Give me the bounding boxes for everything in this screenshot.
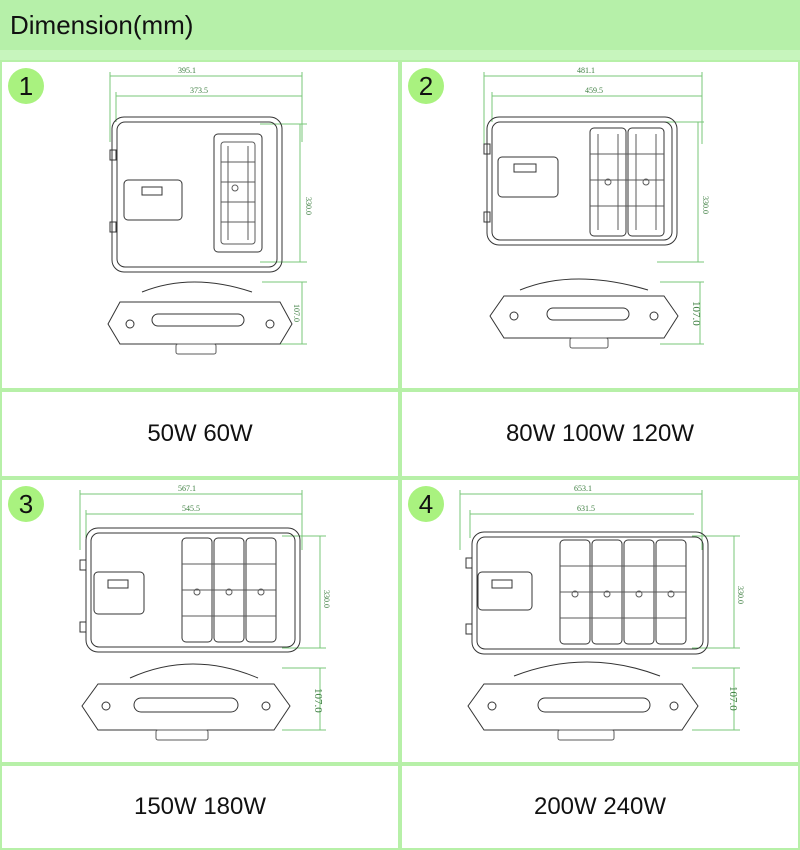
panel-2-drawing: 2 481.1 459.5 330.0 107.0 — [400, 60, 800, 390]
panel-4-wattage-cell: 200W 240W — [400, 764, 800, 850]
panel-3-overall-width-label: 567.1 — [178, 484, 196, 493]
panel-4-overall-width-label: 653.1 — [574, 484, 592, 493]
panel-2-inner-width-label: 459.5 — [585, 86, 603, 95]
panel-2-depth-label: 107.0 — [690, 301, 702, 326]
panel-3-diagram: 567.1 545.5 330.0 107.0 — [79, 484, 331, 741]
panel-4-depth-label: 107.0 — [727, 686, 739, 711]
panel-3-wattage-cell: 150W 180W — [0, 764, 400, 850]
panel-1-drawing: 1 395.1 373.5 330.0 107.0 — [0, 60, 400, 390]
panel-2-diagram: 481.1 459.5 330.0 107.0 — [483, 66, 710, 349]
panel-3-number-badge: 3 — [8, 486, 44, 522]
panel-4-wattage-label: 200W 240W — [533, 793, 667, 820]
panel-1-wattage-cell: 50W 60W — [0, 390, 400, 478]
panel-3-wattage-label: 150W 180W — [133, 793, 267, 820]
panel-4-height-label: 330.0 — [736, 586, 745, 604]
panel-1-wattage-label: 50W 60W — [147, 420, 253, 447]
panel-2-wattage-cell: 80W 100W 120W — [400, 390, 800, 478]
dimension-grid: 1 395.1 373.5 330.0 107.0 — [0, 50, 800, 850]
panel-1-number-badge: 1 — [8, 68, 44, 104]
panel-4-number-badge: 4 — [408, 486, 444, 522]
panel-4-inner-width-label: 631.5 — [577, 504, 595, 513]
panel-4-drawing: 4 653.1 631.5 330.0 107.0 — [400, 478, 800, 764]
panel-2-number-badge: 2 — [408, 68, 444, 104]
panel-3-height-label: 330.0 — [322, 590, 331, 608]
header-bar: Dimension(mm) — [0, 0, 800, 50]
panel-1-depth-label: 107.0 — [292, 304, 301, 322]
panel-1-diagram: 395.1 373.5 330.0 107.0 — [107, 66, 313, 355]
panel-2-wattage-label: 80W 100W 120W — [505, 420, 695, 447]
panel-3-drawing: 3 567.1 545.5 330.0 107.0 — [0, 478, 400, 764]
panel-1-overall-width-label: 395.1 — [178, 66, 196, 75]
page-title: Dimension(mm) — [10, 10, 194, 40]
panel-4-diagram: 653.1 631.5 330.0 107.0 — [459, 484, 745, 741]
panel-2-overall-width-label: 481.1 — [577, 66, 595, 75]
panel-3-inner-width-label: 545.5 — [182, 504, 200, 513]
panel-1-height-label: 330.0 — [304, 197, 313, 215]
panel-1-inner-width-label: 373.5 — [190, 86, 208, 95]
panel-2-height-label: 330.0 — [701, 196, 710, 214]
panel-3-depth-label: 107.0 — [312, 688, 324, 713]
